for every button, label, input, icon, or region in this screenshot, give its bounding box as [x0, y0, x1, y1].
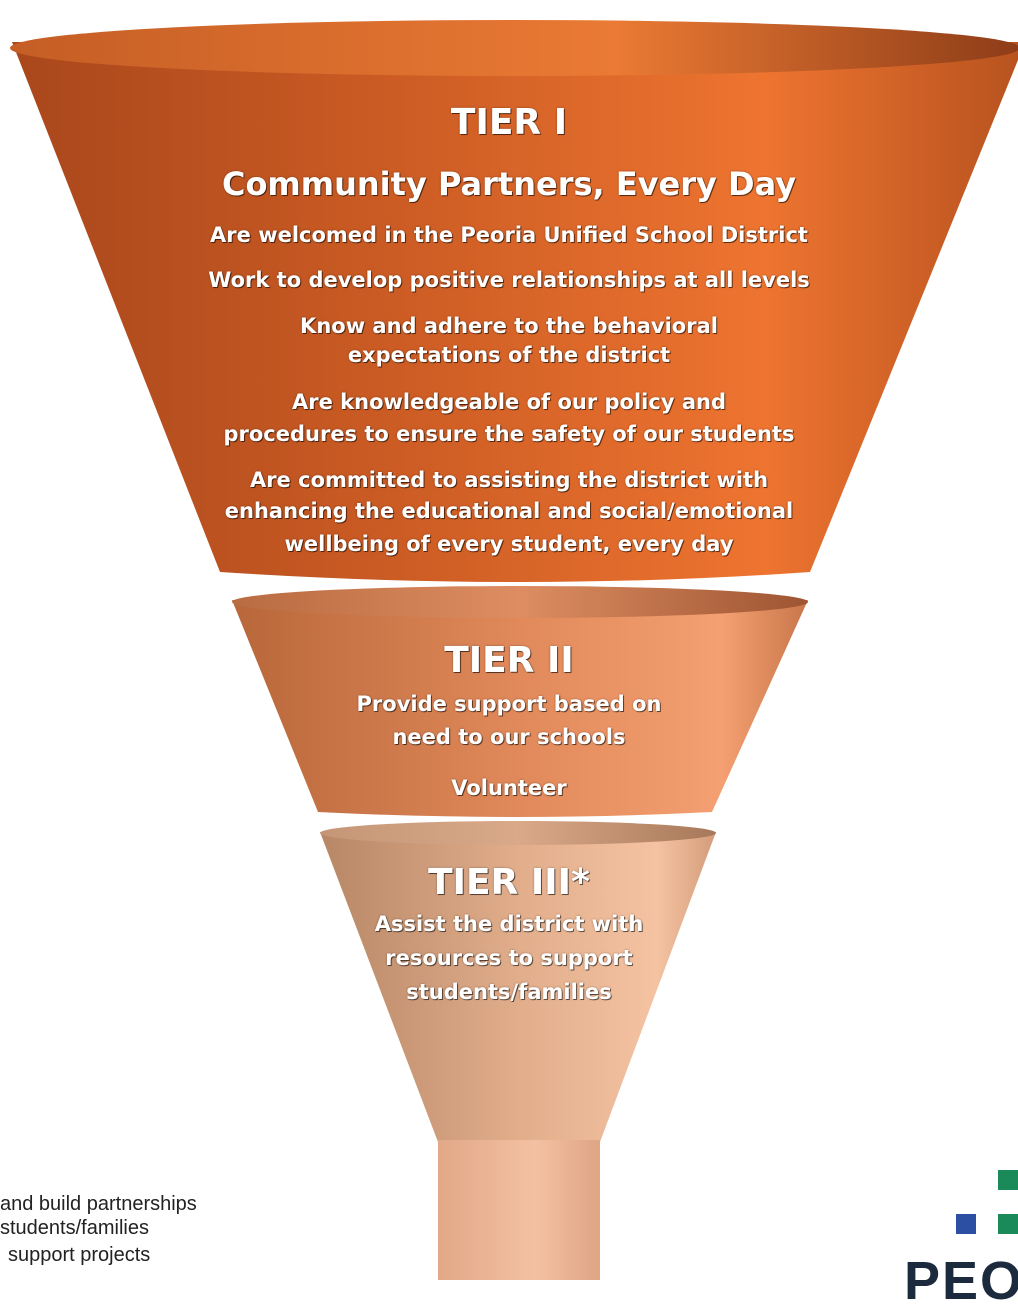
tier1-item: enhancing the educational and social/emo… [224, 499, 794, 523]
funnel-diagram [10, 20, 1018, 1280]
tier2-rim [232, 586, 808, 618]
tier3-item: students/families [406, 980, 612, 1004]
footnote-line: students/families [0, 1217, 149, 1239]
district-logo: PEO [904, 1251, 1018, 1311]
tier2-cone [232, 600, 808, 817]
logo-square-blue [956, 1214, 976, 1234]
logo-square-green [998, 1214, 1018, 1234]
funnel-stem [438, 1140, 600, 1280]
tier3-rim [320, 821, 716, 845]
tier1-item: Work to develop positive relationships a… [208, 268, 810, 292]
tier2-item: Volunteer [451, 776, 567, 800]
tier1-cone [12, 42, 1018, 582]
tier1-item: Are committed to assisting the district … [249, 468, 769, 492]
tier1-item: Know and adhere to the behavioral [300, 314, 718, 338]
tier3-cone [320, 832, 716, 1142]
tier1-rim [10, 20, 1018, 76]
tier1-item: wellbeing of every student, every day [284, 532, 734, 556]
tier3-item: Assist the district with [374, 912, 644, 936]
tier1-item: expectations of the district [347, 343, 671, 367]
tier3-title: TIER III* [428, 862, 590, 903]
tier2-title: TIER II [444, 640, 574, 681]
tier2-item: need to our schools [392, 725, 626, 749]
tier1-title: TIER I [450, 102, 568, 143]
tier1-item: procedures to ensure the safety of our s… [223, 422, 795, 446]
tier3-item: resources to support [385, 946, 633, 970]
tier1-item: Are welcomed in the Peoria Unified Schoo… [210, 223, 808, 247]
tier2-item: Provide support based on [356, 692, 662, 716]
tier1-subtitle: Community Partners, Every Day [221, 165, 797, 203]
tier1-item: Are knowledgeable of our policy and [292, 390, 726, 414]
footnote-line: support projects [8, 1244, 151, 1266]
logo-square-green [998, 1170, 1018, 1190]
footnote-line: and build partnerships [0, 1193, 197, 1215]
